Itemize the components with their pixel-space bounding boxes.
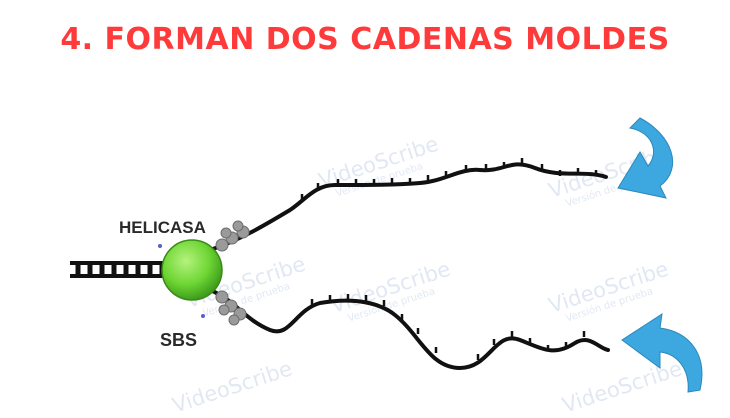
lower-template-strand: [208, 288, 610, 371]
helicase-label: HELICASA: [119, 218, 206, 237]
upper-template-strand: [208, 162, 608, 252]
curved-arrow-up-icon: [621, 312, 703, 393]
ssb-proteins: [215, 220, 250, 326]
upper-strand-ticks: [300, 158, 598, 200]
dna-double-strand: [70, 261, 172, 278]
curved-arrow-down-icon: [617, 117, 674, 199]
page-title: 4. FORMAN DOS CADENAS MOLDES: [60, 22, 670, 57]
label-pointer-dot: [158, 244, 162, 248]
ssb-label: SBS: [160, 330, 198, 350]
label-pointer-dot: [201, 314, 205, 318]
lower-strand-ticks: [310, 294, 586, 360]
helicase-sphere: [161, 239, 223, 301]
